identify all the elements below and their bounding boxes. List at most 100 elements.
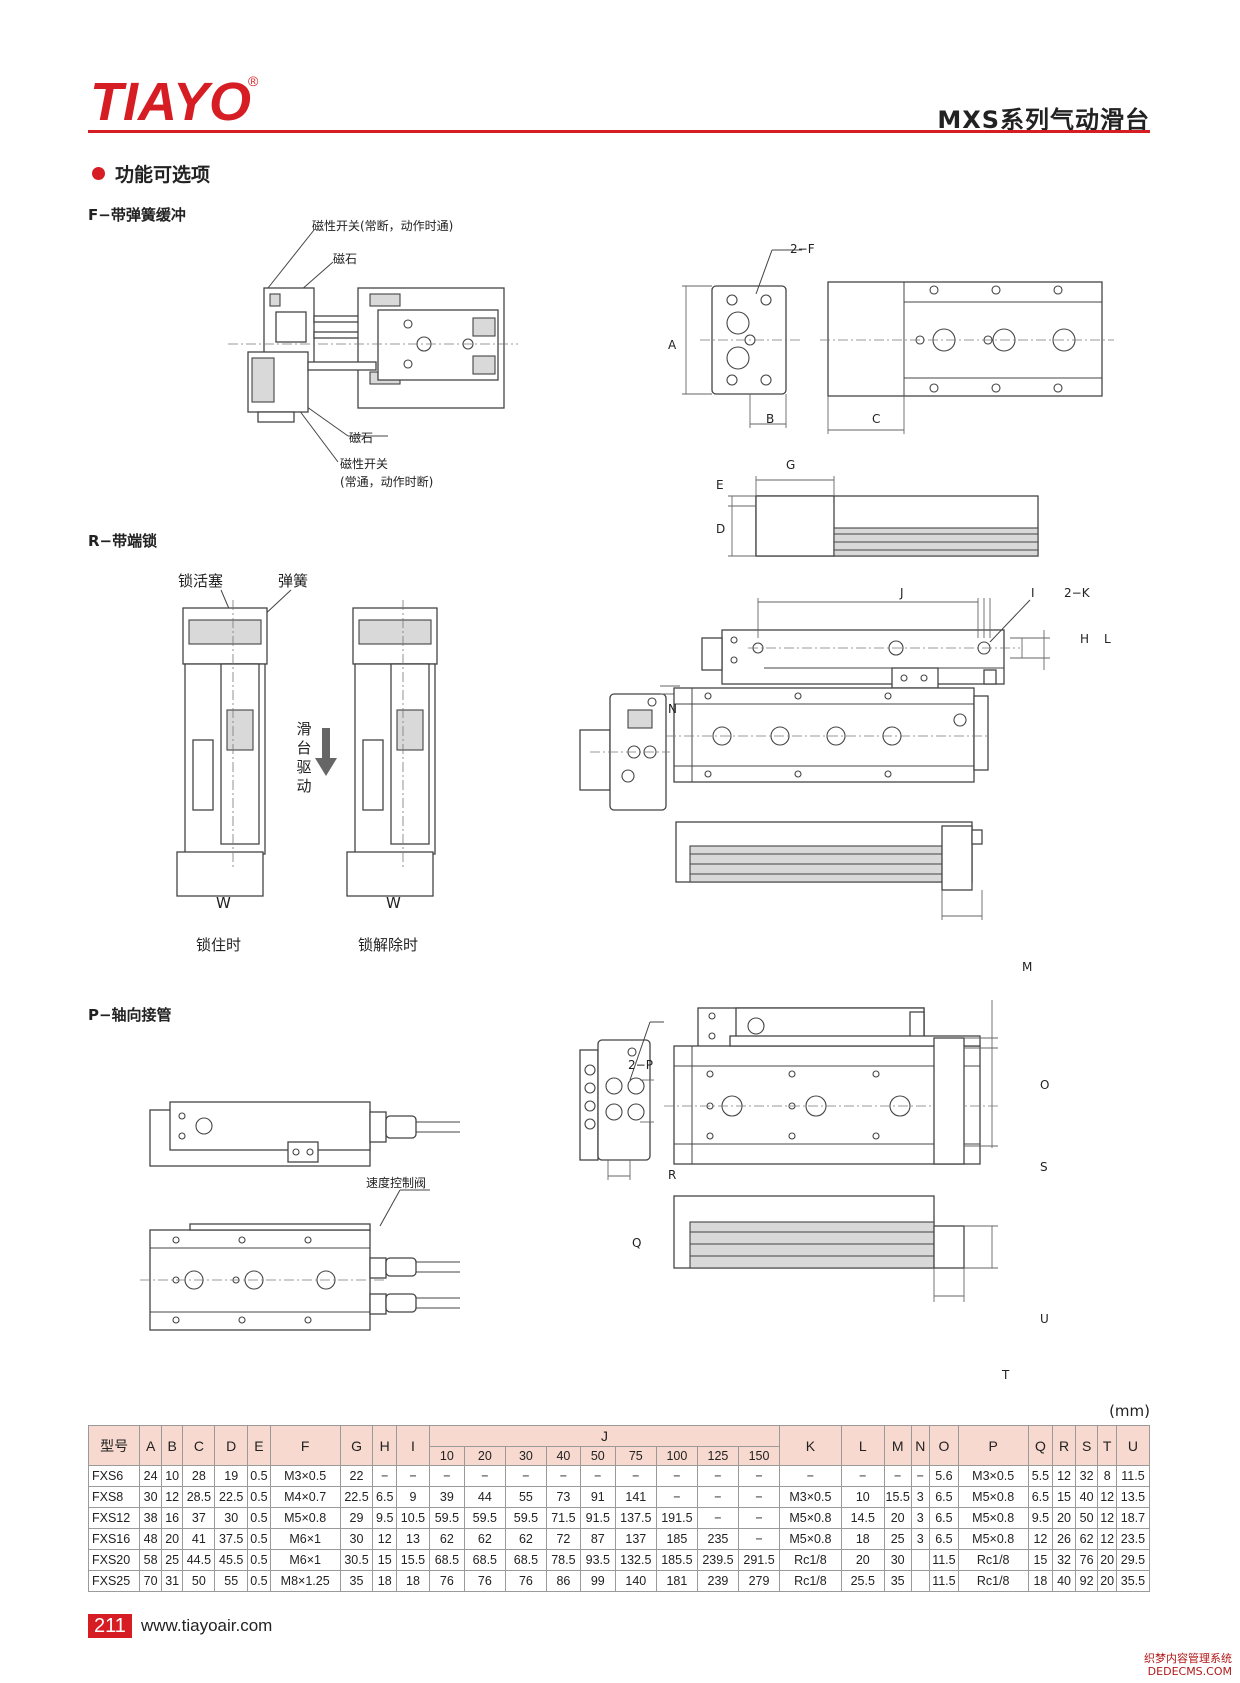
slide-drive-char: 动 bbox=[296, 777, 312, 795]
table-cell: − bbox=[779, 1465, 842, 1487]
table-cell: 41 bbox=[182, 1528, 216, 1550]
dim-2-k: 2−K bbox=[1064, 586, 1090, 600]
table-cell: 12 bbox=[1097, 1486, 1117, 1508]
table-cell: 76 bbox=[463, 1570, 506, 1592]
table-cell: 12 bbox=[1097, 1507, 1117, 1529]
table-cell: 10.5 bbox=[396, 1507, 430, 1529]
table-cell: 20 bbox=[1097, 1549, 1117, 1571]
label-spring: 弹簧 bbox=[278, 572, 309, 590]
table-cell: − bbox=[396, 1465, 430, 1487]
table-cell: M5×0.8 bbox=[779, 1528, 842, 1550]
dim-q: Q bbox=[632, 1236, 642, 1250]
table-cell: 92 bbox=[1074, 1570, 1099, 1592]
table-cell: − bbox=[696, 1507, 740, 1529]
table-cell: 39 bbox=[428, 1486, 465, 1508]
table-cell: 6.5 bbox=[929, 1486, 959, 1508]
table-cell: 132.5 bbox=[614, 1549, 657, 1571]
col-j: J bbox=[428, 1425, 781, 1447]
table-cell: 91 bbox=[579, 1486, 616, 1508]
option-p-title: P−轴向接管 bbox=[88, 1006, 172, 1024]
label-switch-no: 磁性开关 bbox=[340, 457, 389, 471]
page-number: 211 bbox=[88, 1614, 132, 1638]
col-header: B bbox=[160, 1425, 184, 1466]
table-cell: − bbox=[579, 1465, 616, 1487]
table-cell: 20 bbox=[883, 1507, 912, 1529]
label-switch-no-note: (常通，动作时断) bbox=[340, 475, 434, 489]
table-cell: − bbox=[372, 1465, 398, 1487]
col-header: H bbox=[372, 1425, 398, 1466]
table-cell: 15.5 bbox=[396, 1549, 430, 1571]
table-cell: 78.5 bbox=[545, 1549, 581, 1571]
table-cell: 30 bbox=[883, 1549, 912, 1571]
col-header: D bbox=[214, 1425, 249, 1466]
table-cell: 62 bbox=[463, 1528, 506, 1550]
dim-n: N bbox=[668, 702, 677, 716]
table-cell: 24 bbox=[139, 1465, 162, 1487]
table-cell: 0.5 bbox=[247, 1549, 271, 1571]
table-cell: 6.5 bbox=[1027, 1486, 1054, 1508]
table-cell: 45.5 bbox=[214, 1549, 249, 1571]
table-cell: 0.5 bbox=[247, 1528, 271, 1550]
table-cell bbox=[910, 1570, 931, 1592]
table-cell: 12 bbox=[1052, 1465, 1076, 1487]
col-j-stroke: 10 bbox=[428, 1446, 465, 1466]
table-cell: 239.5 bbox=[696, 1549, 740, 1571]
col-header: E bbox=[247, 1425, 271, 1466]
table-cell: 140 bbox=[614, 1570, 657, 1592]
col-header: O bbox=[929, 1425, 959, 1466]
table-cell: 15.5 bbox=[883, 1486, 912, 1508]
table-cell: 22 bbox=[339, 1465, 374, 1487]
table-cell: 30 bbox=[214, 1507, 249, 1529]
col-j-stroke: 100 bbox=[655, 1446, 698, 1466]
table-cell: 76 bbox=[1074, 1549, 1099, 1571]
table-cell: FXS6 bbox=[87, 1465, 141, 1487]
table-cell bbox=[910, 1549, 931, 1571]
col-header: S bbox=[1074, 1425, 1099, 1466]
table-cell: 185.5 bbox=[655, 1549, 698, 1571]
table-cell: 62 bbox=[1074, 1528, 1099, 1550]
slide-drive-char: 台 bbox=[296, 739, 312, 757]
footer-url[interactable]: www.tiayoair.com bbox=[141, 1616, 273, 1635]
table-cell: 19 bbox=[214, 1465, 249, 1487]
table-cell: 99 bbox=[579, 1570, 616, 1592]
table-cell: 58 bbox=[139, 1549, 162, 1571]
dim-i: I bbox=[1031, 586, 1035, 600]
table-cell: 10 bbox=[840, 1486, 885, 1508]
table-cell: 5.5 bbox=[1027, 1465, 1054, 1487]
table-cell: M5×0.8 bbox=[957, 1486, 1029, 1508]
table-cell: 3 bbox=[910, 1528, 931, 1550]
table-cell: 9.5 bbox=[1027, 1507, 1054, 1529]
table-cell: 30 bbox=[139, 1486, 162, 1508]
unit-label: (mm) bbox=[1109, 1402, 1150, 1420]
dim-g: G bbox=[786, 458, 796, 472]
dim-a: A bbox=[668, 338, 677, 352]
table-cell: 18.7 bbox=[1115, 1507, 1151, 1529]
dim-l: L bbox=[1104, 632, 1111, 646]
table-cell: 185 bbox=[655, 1528, 698, 1550]
table-cell: 10 bbox=[160, 1465, 184, 1487]
table-cell: 9.5 bbox=[372, 1507, 398, 1529]
table-cell: 141 bbox=[614, 1486, 657, 1508]
table-cell: 22.5 bbox=[214, 1486, 249, 1508]
table-cell: 30.5 bbox=[339, 1549, 374, 1571]
col-header: R bbox=[1052, 1425, 1076, 1466]
table-cell: 72 bbox=[545, 1528, 581, 1550]
table-cell: M6×1 bbox=[269, 1528, 341, 1550]
table-cell: 3 bbox=[910, 1486, 931, 1508]
label-lock-piston: 锁活塞 bbox=[178, 572, 224, 590]
dim-t: T bbox=[1002, 1368, 1010, 1382]
table-cell: 91.5 bbox=[579, 1507, 616, 1529]
table-cell: 239 bbox=[696, 1570, 740, 1592]
table-cell: 55 bbox=[504, 1486, 547, 1508]
table-cell: 0.5 bbox=[247, 1465, 271, 1487]
col-header: L bbox=[840, 1425, 885, 1466]
col-header: F bbox=[269, 1425, 341, 1466]
table-cell: Rc1/8 bbox=[779, 1570, 842, 1592]
watermark: 织梦内容管理系统 DEDECMS.COM bbox=[1144, 1652, 1232, 1678]
col-header: P bbox=[957, 1425, 1029, 1466]
table-cell: 44 bbox=[463, 1486, 506, 1508]
table-cell: 59.5 bbox=[463, 1507, 506, 1529]
